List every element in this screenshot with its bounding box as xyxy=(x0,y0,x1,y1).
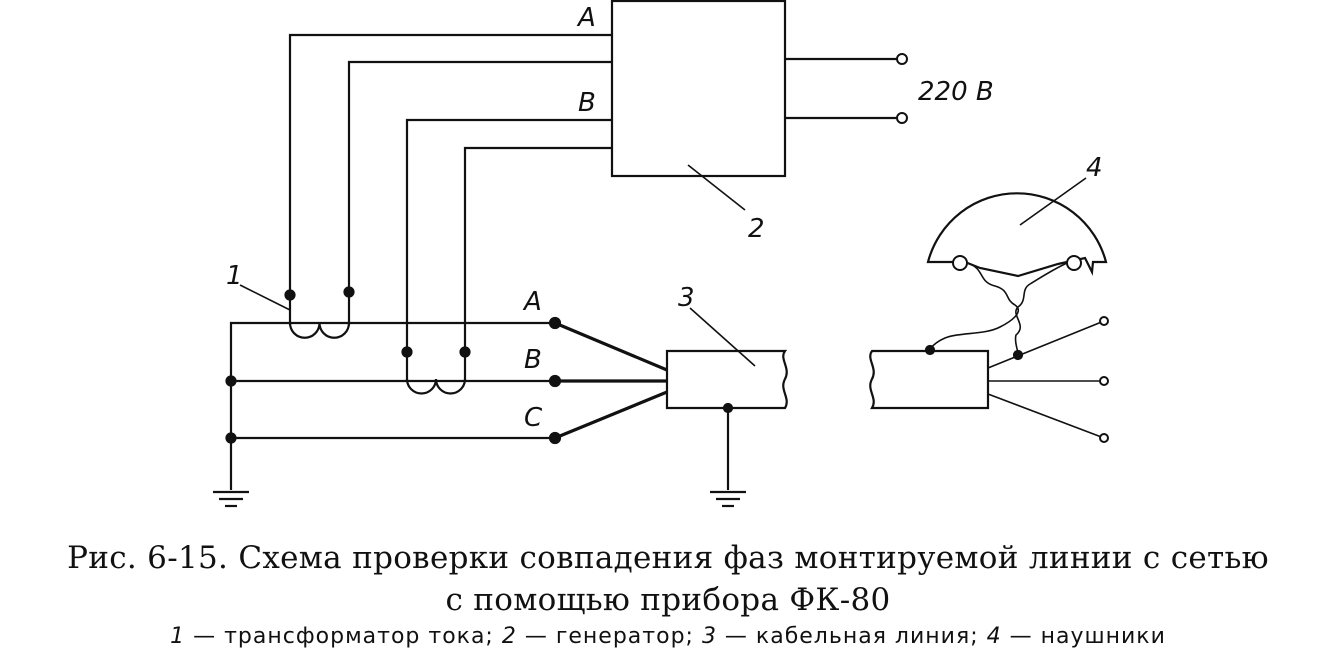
legend-num: 1 xyxy=(170,624,186,649)
junction-b xyxy=(225,375,237,387)
figure-caption-subtitle: с помощью прибора ФК-80 xyxy=(445,582,891,618)
legend-item-1: 1 — трансформатор тока; xyxy=(170,624,502,649)
callout-1-leader xyxy=(239,284,291,311)
generator-box xyxy=(610,0,787,178)
legend-text: — кабельная линия; xyxy=(716,624,987,649)
callout-3-label: 3 xyxy=(678,283,695,313)
headphone-node-sheath xyxy=(924,344,936,356)
phase-a-label: A xyxy=(522,287,542,317)
ct-a-wire-2 xyxy=(347,60,612,292)
ct-a-node-left xyxy=(284,289,296,301)
junction-c xyxy=(225,432,237,444)
ct-a-wire-1 xyxy=(288,33,612,295)
cable-link-a xyxy=(554,321,668,372)
legend-text: — наушники xyxy=(1001,624,1166,649)
generator-phase-a-label: A xyxy=(576,3,596,33)
legend-num: 2 xyxy=(501,624,517,649)
cable-core-2-terminal xyxy=(1099,376,1109,386)
cable-core-1-terminal xyxy=(1099,316,1109,326)
cable-line-right-end xyxy=(869,349,990,410)
figure-caption-title: Рис. 6-15. Схема проверки совпадения фаз… xyxy=(67,540,1269,576)
ct-b-wire-2 xyxy=(463,146,612,352)
phase-c-label: C xyxy=(524,403,543,433)
legend-num: 3 xyxy=(701,624,717,649)
callout-1-label: 1 xyxy=(226,261,243,291)
callout-2-leader xyxy=(687,164,746,211)
legend-text: — генератор; xyxy=(516,624,702,649)
legend-item-4: 4 — наушники xyxy=(987,624,1166,649)
cable-core-3-terminal xyxy=(1099,433,1109,443)
ct-b-node-right xyxy=(459,346,471,358)
callout-2-label: 2 xyxy=(748,214,765,244)
callout-4-label: 4 xyxy=(1086,153,1103,183)
phase-check-circuit-diagram: A B 220 В A B C 1 2 3 4 xyxy=(213,0,1109,508)
callout-4-leader xyxy=(1019,177,1087,226)
headphone-cord-2 xyxy=(1014,262,1068,355)
ct-a-node-right xyxy=(343,286,355,298)
ct-a-coil xyxy=(288,322,351,339)
cable-core-1-out xyxy=(987,320,1105,369)
ct-b-node-left xyxy=(401,346,413,358)
ct-b-coil xyxy=(405,378,467,395)
ct-b-wire-1 xyxy=(405,118,612,352)
network-phase-a-line xyxy=(229,321,555,490)
cable-core-3-out xyxy=(987,393,1105,439)
headphone-earpiece-right xyxy=(1066,255,1082,271)
generator-phase-b-label: B xyxy=(578,88,596,118)
callout-3-leader xyxy=(689,307,756,367)
phase-b-label: B xyxy=(524,345,542,375)
headphone-earpiece-left xyxy=(952,255,968,271)
terminal-220v-top xyxy=(896,53,908,65)
headphone-node-core xyxy=(1012,349,1024,361)
cable-link-c xyxy=(554,390,668,440)
voltage-label: 220 В xyxy=(918,77,994,107)
cable-sheath-node xyxy=(722,402,734,414)
headphone-cord-1 xyxy=(929,262,1020,350)
headphones-icon xyxy=(926,192,1108,278)
legend-num: 4 xyxy=(986,624,1002,649)
terminal-220v-bottom xyxy=(896,112,908,124)
legend-item-2: 2 — генератор; xyxy=(502,624,702,649)
ground-symbol-left xyxy=(213,490,249,508)
legend-text: — трансформатор тока; xyxy=(185,624,502,649)
legend-item-3: 3 — кабельная линия; xyxy=(702,624,987,649)
cable-line-left-end xyxy=(665,349,788,410)
ground-symbol-right xyxy=(710,490,746,508)
figure-legend: 1 — трансформатор тока; 2 — генератор; 3… xyxy=(0,624,1336,649)
